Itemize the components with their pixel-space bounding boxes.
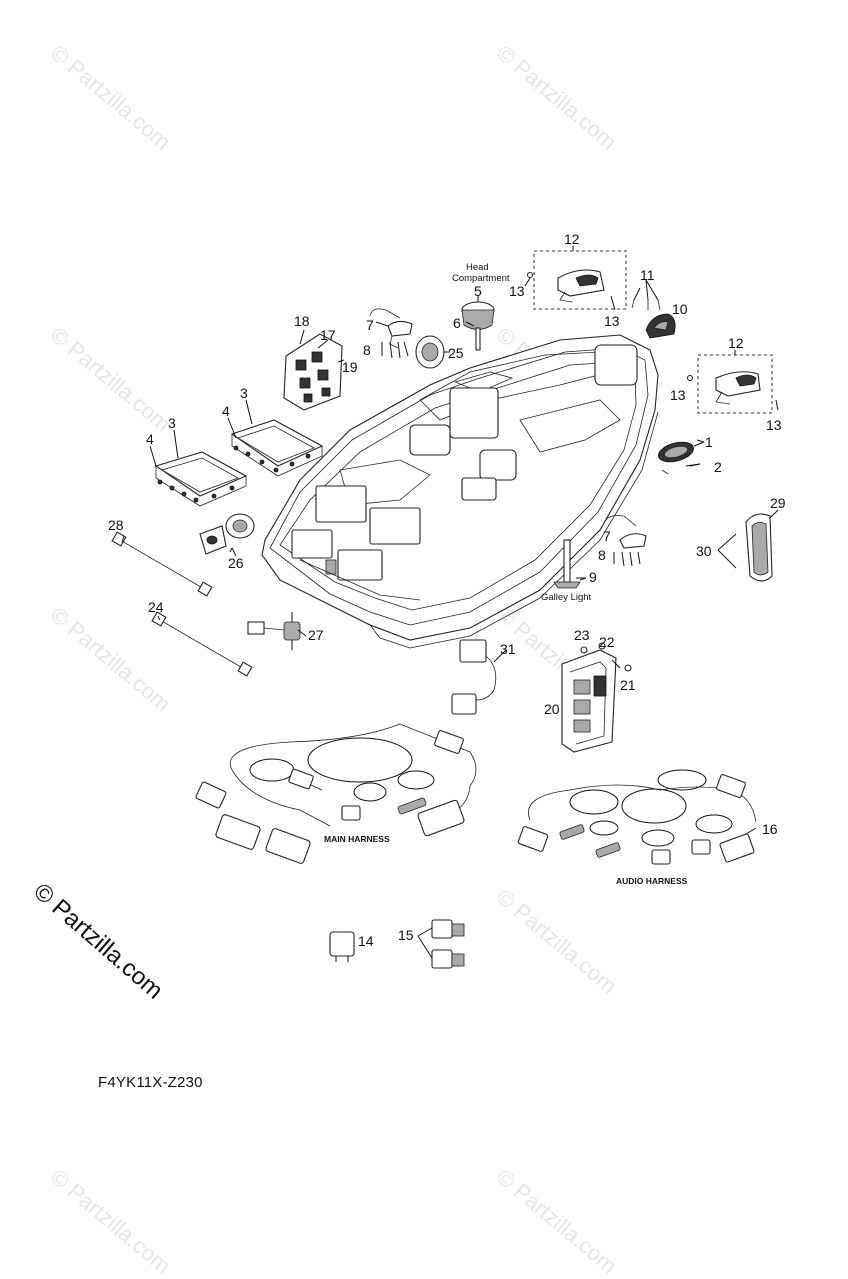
callout-30: 30 [696,543,712,559]
callout-6: 6 [453,315,461,331]
callout-4a: 4 [146,431,154,447]
item-14-relay [329,931,355,962]
callout-25: 25 [448,345,464,361]
leader-lines [121,399,779,835]
cable-28 [111,531,213,597]
audio-harness-label: AUDIO HARNESS [616,876,688,886]
galley-light-label: Galley Light [541,592,592,603]
callout-1: 1 [705,434,713,450]
callouts: 1 2 3 3 4 4 5 6 7 7 8 8 9 10 11 12 12 13… [108,231,786,949]
item-15-connectors [417,919,465,969]
callout-9: 9 [589,569,597,585]
item-29-cover [717,513,773,582]
courtesy-light-upper [369,308,413,359]
panel-right [230,419,324,477]
main-harness: MAIN HARNESS [195,723,477,864]
boat-hull [261,334,659,649]
head-compartment-label-1: Head [466,262,489,273]
callout-3b: 3 [240,385,248,401]
callout-12b: 12 [728,335,744,351]
callout-13d: 13 [766,417,782,433]
junction-bracket [561,642,632,753]
diagram-code: F4YK11X-Z230 [98,1074,203,1091]
callout-4b: 4 [222,403,230,419]
callout-7b: 7 [603,528,611,544]
item-10-11 [631,279,676,339]
audio-harness: AUDIO HARNESS [517,769,757,886]
callout-8b: 8 [598,547,606,563]
item-26-outlet [199,513,255,555]
callout-13c: 13 [670,387,686,403]
switch-panel [283,329,345,411]
callout-24: 24 [148,599,164,615]
callout-3a: 3 [168,415,176,431]
callout-14: 14 [358,933,374,949]
item-27-sensor [247,612,301,650]
callout-31: 31 [500,641,516,657]
item-12-right [686,350,779,414]
callout-22: 22 [599,634,615,650]
callout-13a: 13 [509,283,525,299]
callout-7a: 7 [366,317,374,333]
callout-12a: 12 [564,231,580,247]
callout-15: 15 [398,927,414,943]
callout-17: 17 [320,327,336,343]
item-25-outlet [415,335,450,369]
callout-27: 27 [308,627,324,643]
callout-2: 2 [714,459,722,475]
head-compartment-label-2: Compartment [452,273,510,284]
callout-13b: 13 [604,313,620,329]
main-harness-label: MAIN HARNESS [324,834,390,844]
cable-24 [151,611,253,677]
callout-16: 16 [762,821,778,837]
callout-8a: 8 [363,342,371,358]
callout-23: 23 [574,627,590,643]
callout-26: 26 [228,555,244,571]
callout-19: 19 [342,359,358,375]
callout-18: 18 [294,313,310,329]
callout-28: 28 [108,517,124,533]
callout-29: 29 [770,495,786,511]
item-12-top: Head Compartment [452,246,627,311]
parts-diagram: Head Compartment [108,231,786,969]
panel-left [154,451,248,507]
dome-light [461,296,495,351]
galley-light [553,515,647,589]
callout-11: 11 [640,267,655,283]
speaker [658,441,705,475]
callout-20: 20 [544,701,560,717]
callout-5: 5 [474,283,482,299]
item-31-adapter [451,639,507,715]
callout-10: 10 [672,301,688,317]
callout-21: 21 [620,677,636,693]
